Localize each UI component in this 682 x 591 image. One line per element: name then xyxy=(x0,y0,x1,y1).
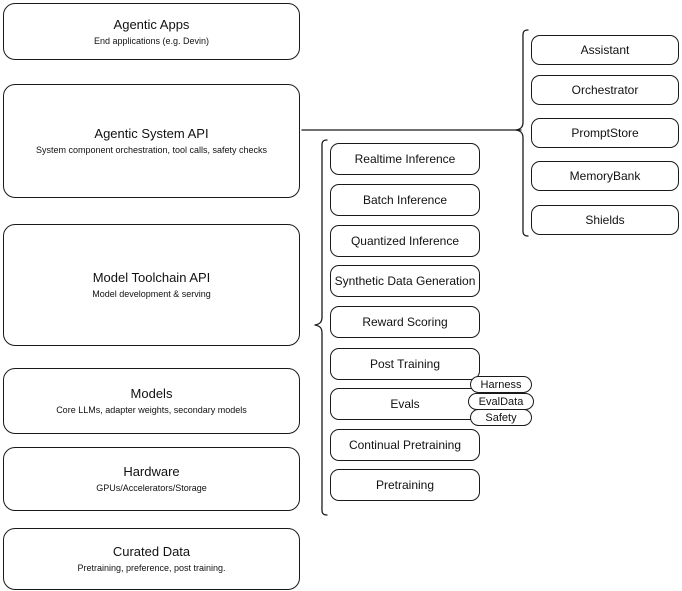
item-label: Post Training xyxy=(369,357,441,371)
item-label: Pretraining xyxy=(375,478,435,492)
system-item-assistant[interactable]: Assistant xyxy=(531,35,679,65)
toolchain-item-pretraining[interactable]: Pretraining xyxy=(330,469,480,501)
badge-label: EvalData xyxy=(478,395,524,408)
layer-subtitle: Pretraining, preference, post training. xyxy=(77,563,226,573)
item-label: Quantized Inference xyxy=(350,234,460,248)
item-label: Synthetic Data Generation xyxy=(334,274,476,288)
item-label: Shields xyxy=(585,213,625,227)
item-label: Assistant xyxy=(580,43,630,57)
brace-toolchain-items xyxy=(314,139,328,516)
item-label: PromptStore xyxy=(571,126,639,140)
layer-agentic-system-api[interactable]: Agentic System API System component orch… xyxy=(3,84,300,198)
item-label: MemoryBank xyxy=(569,169,641,183)
layer-title: Agentic System API xyxy=(94,126,209,141)
evals-badge-evaldata[interactable]: EvalData xyxy=(468,393,534,410)
evals-badge-harness[interactable]: Harness xyxy=(470,376,532,393)
layer-title: Model Toolchain API xyxy=(92,270,211,285)
brace-system-items xyxy=(515,29,529,237)
toolchain-item-reward-scoring[interactable]: Reward Scoring xyxy=(330,306,480,338)
layer-title: Agentic Apps xyxy=(113,16,190,32)
toolchain-item-batch-inference[interactable]: Batch Inference xyxy=(330,184,480,216)
item-label: Evals xyxy=(390,397,420,411)
item-label: Orchestrator xyxy=(571,83,639,97)
system-item-memorybank[interactable]: MemoryBank xyxy=(531,161,679,191)
toolchain-item-post-training[interactable]: Post Training xyxy=(330,348,480,380)
system-item-shields[interactable]: Shields xyxy=(531,205,679,235)
item-label: Batch Inference xyxy=(362,193,448,207)
toolchain-item-quantized-inference[interactable]: Quantized Inference xyxy=(330,225,480,257)
layer-subtitle: GPUs/Accelerators/Storage xyxy=(96,483,207,493)
toolchain-item-realtime-inference[interactable]: Realtime Inference xyxy=(330,143,480,175)
toolchain-item-evals[interactable]: Evals xyxy=(330,388,480,420)
item-label: Reward Scoring xyxy=(362,315,448,329)
layer-subtitle: Model development & serving xyxy=(92,289,211,299)
layer-hardware[interactable]: Hardware GPUs/Accelerators/Storage xyxy=(3,447,300,511)
system-item-orchestrator[interactable]: Orchestrator xyxy=(531,75,679,105)
badge-label: Harness xyxy=(480,378,522,391)
layer-subtitle: Core LLMs, adapter weights, secondary mo… xyxy=(56,405,247,415)
layer-models[interactable]: Models Core LLMs, adapter weights, secon… xyxy=(3,368,300,434)
layer-title: Curated Data xyxy=(112,544,191,559)
layer-subtitle: System component orchestration, tool cal… xyxy=(35,145,268,155)
system-item-promptstore[interactable]: PromptStore xyxy=(531,118,679,148)
badge-label: Safety xyxy=(485,411,517,424)
evals-badge-safety[interactable]: Safety xyxy=(470,409,532,426)
layer-model-toolchain-api[interactable]: Model Toolchain API Model development & … xyxy=(3,224,300,346)
layer-subtitle: End applications (e.g. Devin) xyxy=(93,35,210,46)
item-label: Realtime Inference xyxy=(354,152,456,166)
toolchain-item-continual-pretraining[interactable]: Continual Pretraining xyxy=(330,429,480,461)
layer-curated-data[interactable]: Curated Data Pretraining, preference, po… xyxy=(3,528,300,590)
layer-agentic-apps[interactable]: Agentic Apps End applications (e.g. Devi… xyxy=(3,3,300,60)
toolchain-item-synthetic-data-generation[interactable]: Synthetic Data Generation xyxy=(330,265,480,297)
layer-title: Hardware xyxy=(123,464,180,479)
item-label: Continual Pretraining xyxy=(348,438,462,452)
layer-title: Models xyxy=(130,386,173,401)
